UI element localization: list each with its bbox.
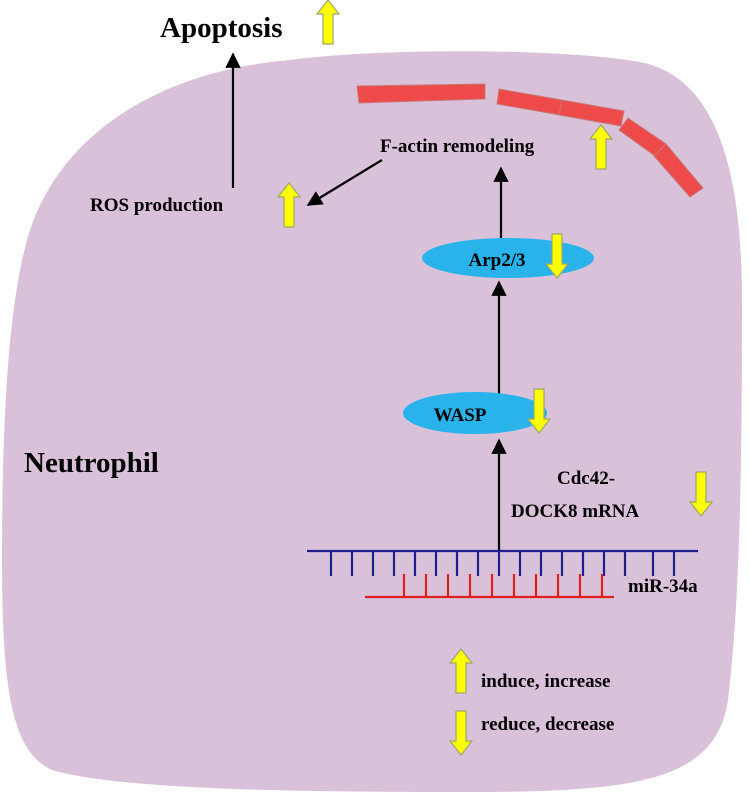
actin-segment [558, 99, 625, 127]
mrna-strand [307, 549, 698, 576]
legend-up-label: induce, increase [481, 671, 610, 692]
ros-label: ROS production [90, 195, 224, 216]
arp23-label: Arp2/3 [469, 250, 526, 271]
arrow-factin-to-ros [306, 159, 383, 206]
cdc42-label-line1: Cdc42- [557, 468, 615, 489]
cdc42-label-line2: DOCK8 mRNA [511, 501, 640, 522]
legend: induce, increase reduce, decrease [449, 648, 614, 756]
legend-down-label: reduce, decrease [481, 714, 614, 735]
mirna-strand [365, 574, 614, 599]
factin-label: F-actin remodeling [380, 136, 535, 157]
apoptosis-up-icon [316, 0, 340, 45]
pathway-arrows [225, 52, 509, 550]
wasp-node [403, 392, 547, 434]
neutrophil-label: Neutrophil [24, 447, 159, 479]
apoptosis-label: Apoptosis [160, 12, 283, 44]
f-actin-filament [356, 83, 704, 198]
mir34a-label: miR-34a [628, 576, 698, 597]
wasp-label: WASP [434, 405, 487, 426]
actin-segment [356, 83, 486, 104]
neutrophil-cell [2, 51, 742, 793]
actin-segment [653, 143, 704, 198]
